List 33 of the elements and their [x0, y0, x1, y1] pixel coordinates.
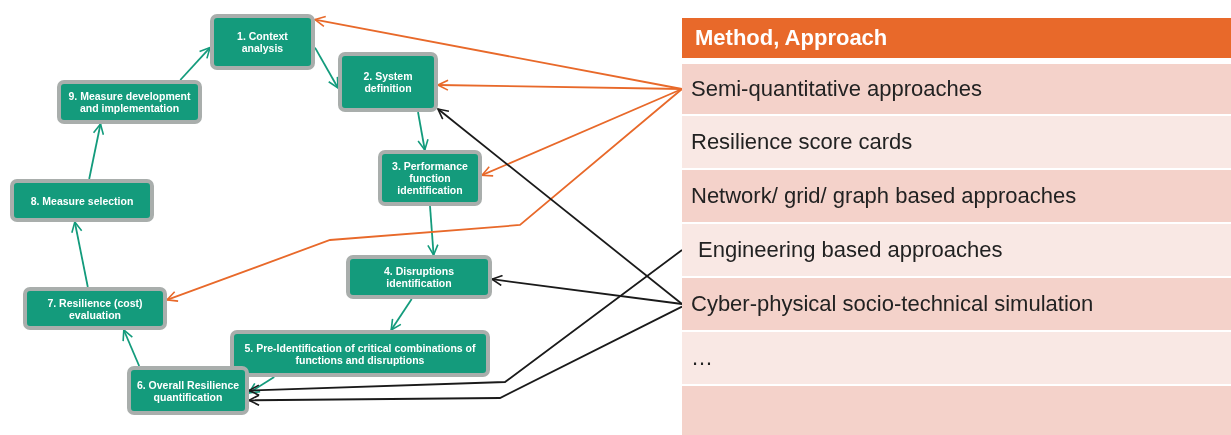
arrow	[437, 108, 683, 305]
arrow	[248, 305, 683, 406]
arrow	[248, 376, 276, 394]
process-box: 2. System definition	[338, 52, 438, 112]
process-box: 4. Disruptions identification	[346, 255, 492, 299]
arrow	[437, 79, 683, 91]
arrow	[481, 88, 683, 177]
table-row: Engineering based approaches	[682, 224, 1231, 276]
arrow	[248, 249, 683, 396]
table-row: Resilience score cards	[682, 116, 1231, 168]
arrow	[314, 46, 339, 89]
arrow	[427, 205, 439, 256]
process-box: 6. Overall Resilience quantification	[127, 366, 249, 415]
process-box: 5. Pre-Identification of critical combinations of functions and disruptions	[230, 330, 490, 377]
arrow	[390, 298, 413, 331]
arrow	[417, 111, 429, 151]
table-row: …	[682, 332, 1231, 384]
arrow	[166, 88, 683, 302]
process-box: 8. Measure selection	[10, 179, 154, 222]
process-box: 9. Measure development and implementation	[57, 80, 202, 124]
table-header: Method, Approach	[682, 18, 1231, 58]
arrow	[88, 123, 105, 180]
arrow	[122, 329, 141, 367]
arrow	[179, 46, 211, 81]
arrow	[71, 221, 89, 288]
table-row	[682, 386, 1231, 435]
table-row: Network/ grid/ graph based approaches	[682, 170, 1231, 222]
process-box: 3. Performance function identification	[378, 150, 482, 206]
table-row: Semi-quantitative approaches	[682, 64, 1231, 114]
process-box: 1. Context analysis	[210, 14, 315, 70]
arrow	[491, 274, 683, 305]
process-box: 7. Resilience (cost) evaluation	[23, 287, 167, 330]
table-row: Cyber-physical socio-technical simulation	[682, 278, 1231, 330]
